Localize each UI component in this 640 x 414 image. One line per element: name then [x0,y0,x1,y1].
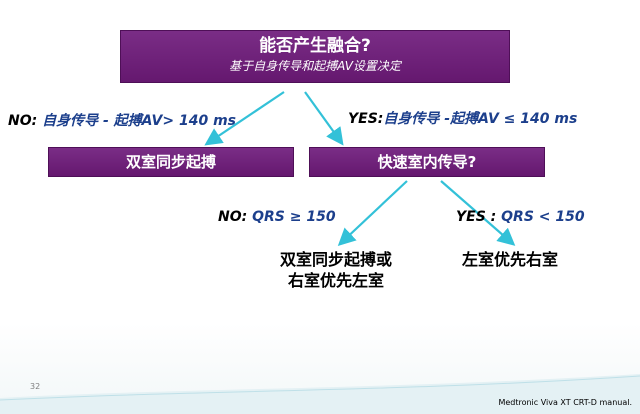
source-citation: Medtronic Viva XT CRT-D manual. [498,398,632,407]
arrow-top-to-left [204,91,285,146]
arrow-top-to-right [304,91,344,146]
fusion-question-title: 能否产生融合? [259,36,371,56]
outcome-left: 双室同步起搏或 右室优先左室 [246,249,426,291]
outcome-left-line1: 双室同步起搏或 [279,250,392,269]
page-number: 32 [30,382,41,391]
no-branch-key: NO: [8,113,38,129]
fusion-question-subtitle: 基于自身传导和起搏AV设置决定 [229,59,401,73]
yes-qrs-label: YES : QRS < 150 [456,208,585,226]
fusion-question-box: 能否产生融合? 基于自身传导和起搏AV设置决定 [120,30,510,83]
yes-qrs-value: QRS < 150 [501,209,585,225]
fast-conduction-box: 快速室内传导? [309,147,545,177]
no-branch-value: 自身传导 - 起搏AV> 140 ms [42,113,236,129]
arrow-right-to-right-outcome [440,180,516,246]
yes-branch-value: 自身传导 -起搏AV ≤ 140 ms [383,111,578,127]
yes-branch-label: YES:自身传导 -起搏AV ≤ 140 ms [348,110,577,128]
biv-pacing-box: 双室同步起搏 [48,147,294,177]
decorative-swoosh [0,374,640,414]
yes-branch-key: YES: [348,111,384,127]
no-branch-label: NO: 自身传导 - 起搏AV> 140 ms [8,112,236,130]
no-qrs-value: QRS ≥ 150 [252,209,336,225]
arrow-right-to-left-outcome [337,180,408,247]
yes-qrs-key: YES : [456,209,497,225]
no-qrs-label: NO: QRS ≥ 150 [218,208,336,226]
no-qrs-key: NO: [218,209,248,225]
outcome-left-line2: 右室优先左室 [287,271,384,290]
outcome-right: 左室优先右室 [461,250,558,269]
